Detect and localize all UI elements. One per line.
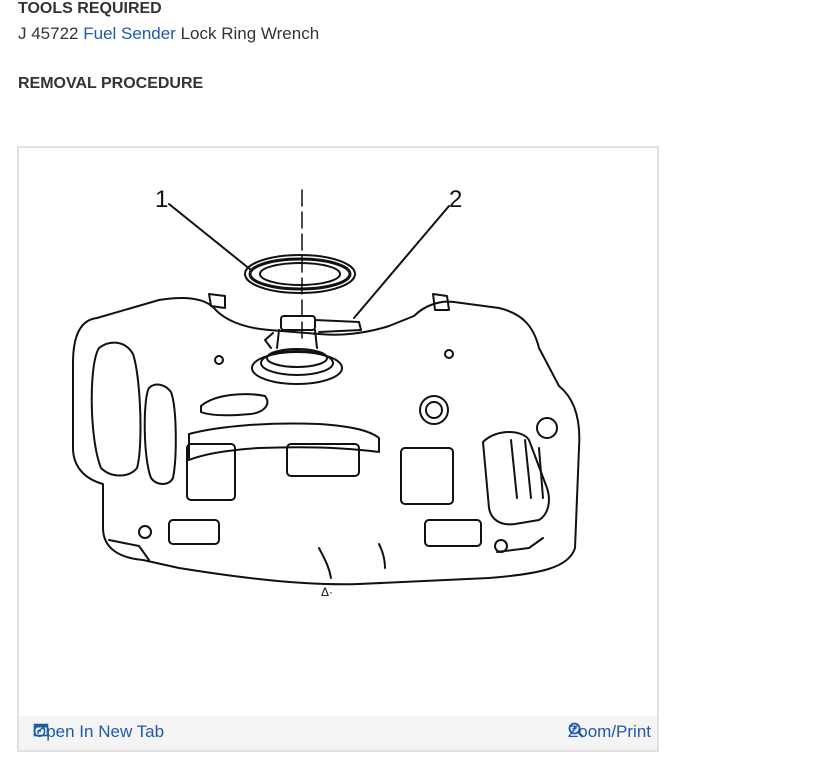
magnifier-icon [568,722,584,738]
tools-required-heading: TOOLS REQUIRED [18,0,162,17]
figure-container: 1 2 [17,146,659,752]
zoom-print-label: Zoom/Print [567,722,651,741]
fuel-tank-body: Δ· [72,293,581,599]
tool-number: J 45722 [18,24,79,43]
removal-procedure-heading: REMOVAL PROCEDURE [18,75,204,92]
callout-1: 1 [155,186,168,213]
figure-footer: Open In New Tab Zoom/Print [19,716,657,750]
lock-ring [244,254,356,294]
fuel-tank-illustration: 1 2 [72,186,581,599]
zoom-print-link[interactable]: Zoom/Print [568,722,651,742]
fuel-sender-link[interactable]: Fuel Sender [83,24,176,43]
tools-required-line: J 45722 Fuel Sender Lock Ring Wrench [18,24,319,44]
open-in-new-tab-label: Open In New Tab [33,722,165,741]
svg-text:Δ·: Δ· [321,585,333,599]
leader-line-2 [353,205,450,319]
tool-name-suffix: Lock Ring Wrench [180,24,320,43]
open-in-new-tab-link[interactable]: Open In New Tab [33,722,164,742]
callout-2: 2 [449,186,462,213]
fuel-sender-module [251,315,362,385]
open-in-new-tab-icon [33,723,49,737]
leader-line-1 [168,203,252,271]
